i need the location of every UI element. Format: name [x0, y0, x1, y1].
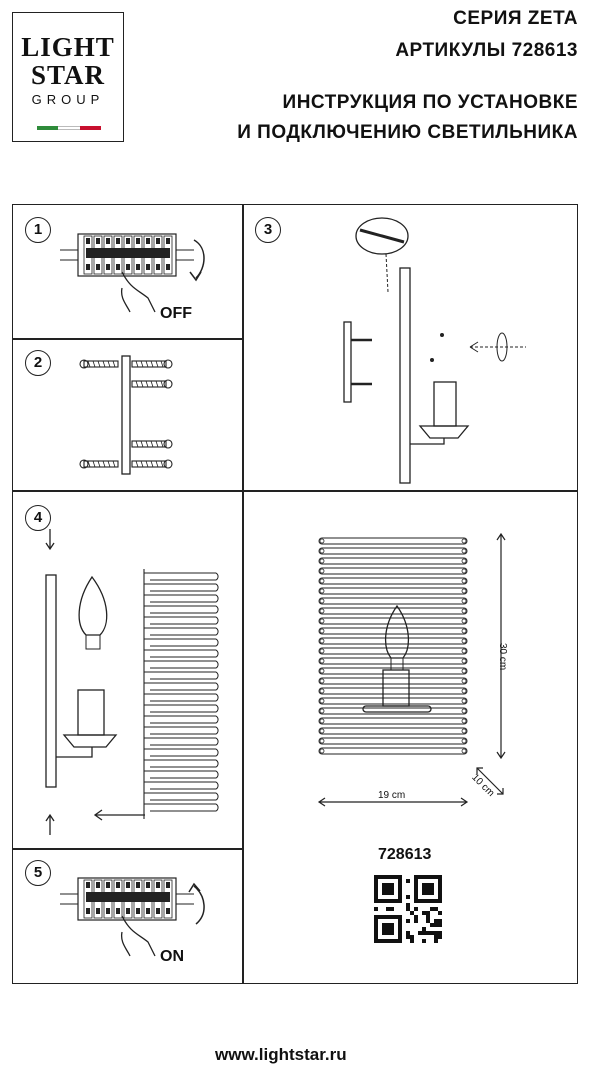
article-number: 728613 — [378, 846, 432, 863]
breaker-panel-icon — [60, 233, 194, 313]
step5-on-label: ON — [160, 948, 184, 965]
height-dimension: 30 cm — [497, 643, 508, 671]
rotate-arrow-up-icon — [188, 882, 205, 925]
width-dimension: 19 cm — [378, 790, 406, 801]
logo-text-star: STAR — [30, 60, 106, 90]
step3-panel — [242, 204, 578, 492]
articles-title: АРТИКУЛЫ 728613 — [395, 40, 578, 61]
brand-logo: LIGHT STAR GROUP — [12, 12, 124, 142]
step5-number: 5 — [25, 860, 51, 886]
step1-panel — [12, 204, 244, 340]
website-link[interactable]: www.lightstar.ru — [215, 1045, 347, 1064]
wall-plate-screws-icon — [79, 355, 173, 475]
italian-flag-stripe — [37, 117, 101, 130]
logo-text-light: LIGHT — [21, 32, 115, 62]
series-title: СЕРИЯ ZETA — [453, 8, 578, 29]
step3-mounting-illustration — [343, 217, 526, 484]
product-dimension-panel — [242, 490, 578, 984]
step1-number: 1 — [25, 217, 51, 243]
rotate-arrow-icon — [189, 239, 205, 282]
step2-number: 2 — [25, 350, 51, 376]
step4-number: 4 — [25, 505, 51, 531]
step4-assembly-illustration — [45, 529, 219, 835]
step3-number: 3 — [255, 217, 281, 243]
qr-code-icon — [374, 875, 442, 943]
step5-panel — [12, 848, 244, 984]
logo-text-group: GROUP — [31, 92, 105, 107]
breaker-panel-on-icon — [60, 877, 194, 957]
step2-panel — [12, 338, 244, 492]
instruction-title-line2: И ПОДКЛЮЧЕНИЮ СВЕТИЛЬНИКА — [237, 122, 578, 143]
step4-panel — [12, 490, 244, 850]
product-front-view-icon — [317, 532, 506, 807]
step1-off-label: OFF — [160, 305, 192, 322]
instruction-title-line1: ИНСТРУКЦИЯ ПО УСТАНОВКЕ — [282, 92, 578, 113]
